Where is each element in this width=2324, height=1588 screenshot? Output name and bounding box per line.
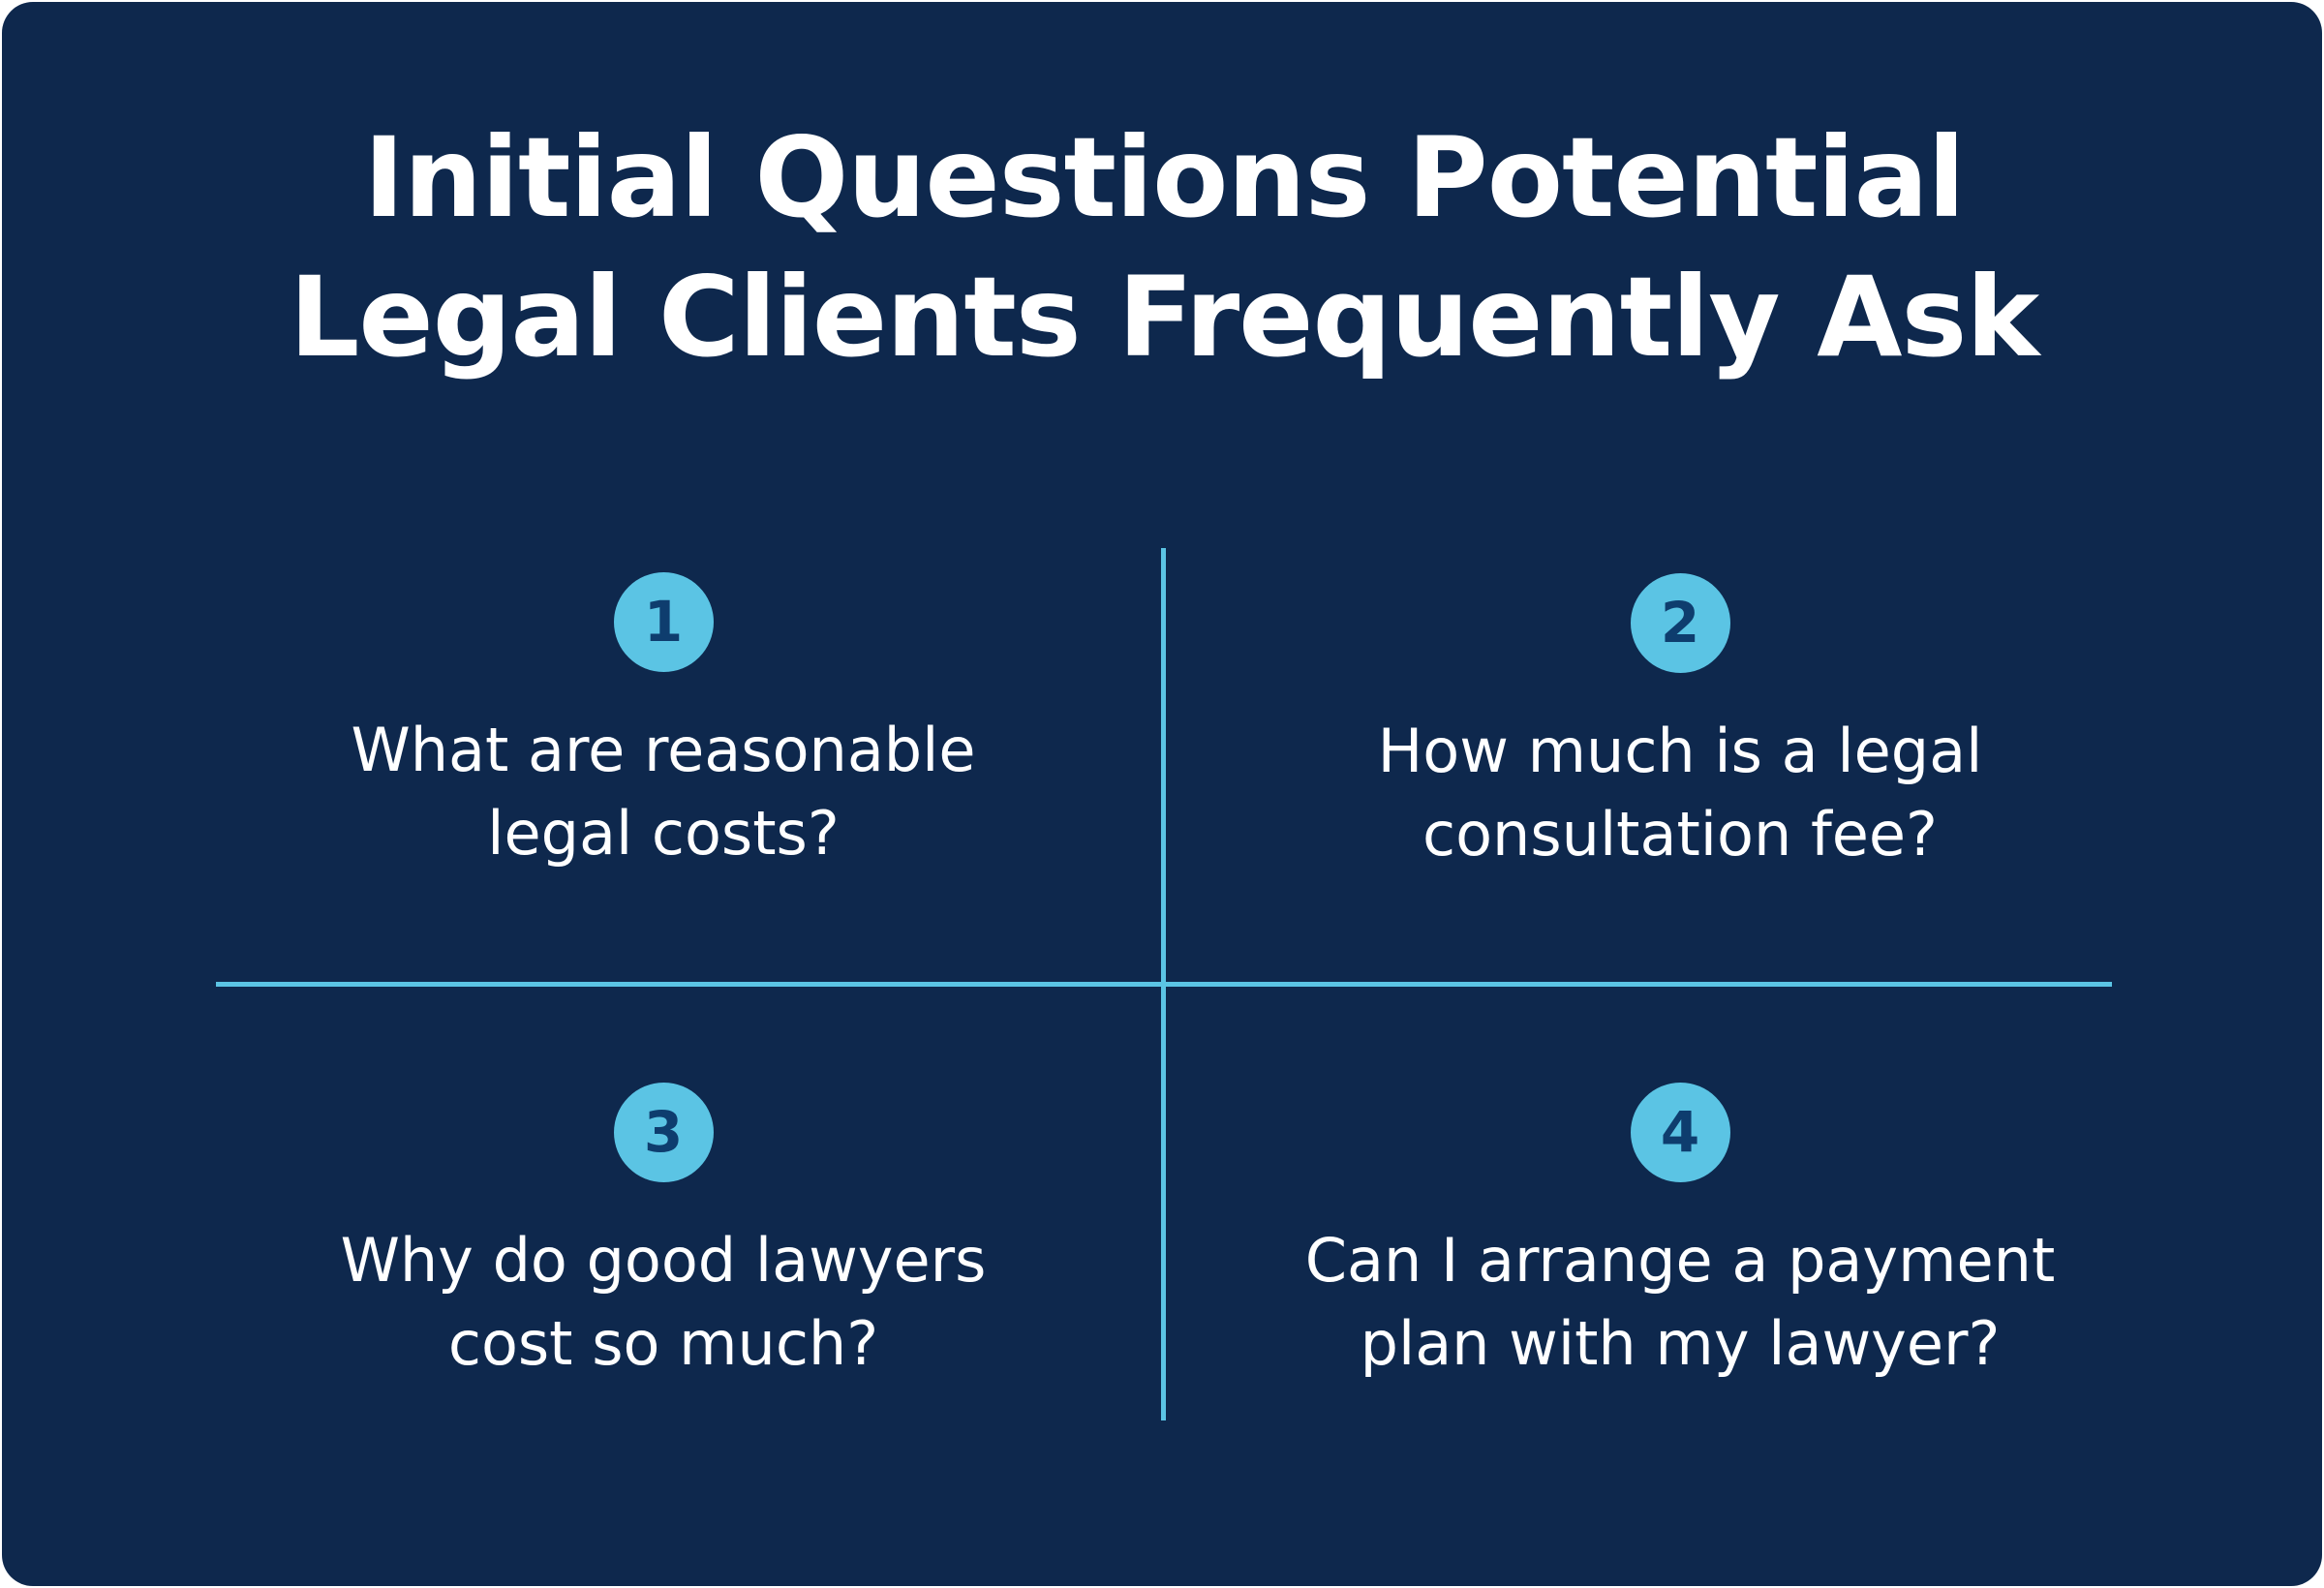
question-line: consultation fee? <box>1422 799 1938 870</box>
question-line: legal costs? <box>487 798 840 869</box>
number-badge: 2 <box>1630 573 1730 673</box>
question-line: plan with my lawyer? <box>1360 1308 2001 1379</box>
number-badge: 1 <box>613 572 714 672</box>
question-line: Can I arrange a payment <box>1304 1225 2056 1296</box>
number-badge: 3 <box>613 1083 714 1182</box>
title-line-1: Initial Questions Potential <box>363 113 1965 242</box>
horizontal-divider <box>216 982 2112 987</box>
question-item-1: 1 What are reasonable legal costs? <box>199 572 1128 875</box>
question-text: What are reasonable legal costs? <box>199 709 1128 875</box>
title-line-2: Legal Clients Frequently Ask <box>289 253 2039 382</box>
question-line: Why do good lawyers <box>340 1225 987 1296</box>
question-item-4: 4 Can I arrange a payment plan with my l… <box>1215 1083 2145 1386</box>
page-title: Initial Questions Potential Legal Client… <box>2 108 2324 387</box>
question-line: cost so much? <box>447 1308 879 1379</box>
question-text: Why do good lawyers cost so much? <box>199 1219 1128 1386</box>
question-item-3: 3 Why do good lawyers cost so much? <box>199 1083 1128 1386</box>
number-badge: 4 <box>1630 1083 1730 1182</box>
question-line: What are reasonable <box>351 715 976 785</box>
question-item-2: 2 How much is a legal consultation fee? <box>1215 573 2145 876</box>
question-text: Can I arrange a payment plan with my law… <box>1215 1219 2145 1386</box>
question-line: How much is a legal <box>1377 716 1983 786</box>
title-block: Initial Questions Potential Legal Client… <box>2 108 2324 387</box>
question-text: How much is a legal consultation fee? <box>1215 710 2145 876</box>
